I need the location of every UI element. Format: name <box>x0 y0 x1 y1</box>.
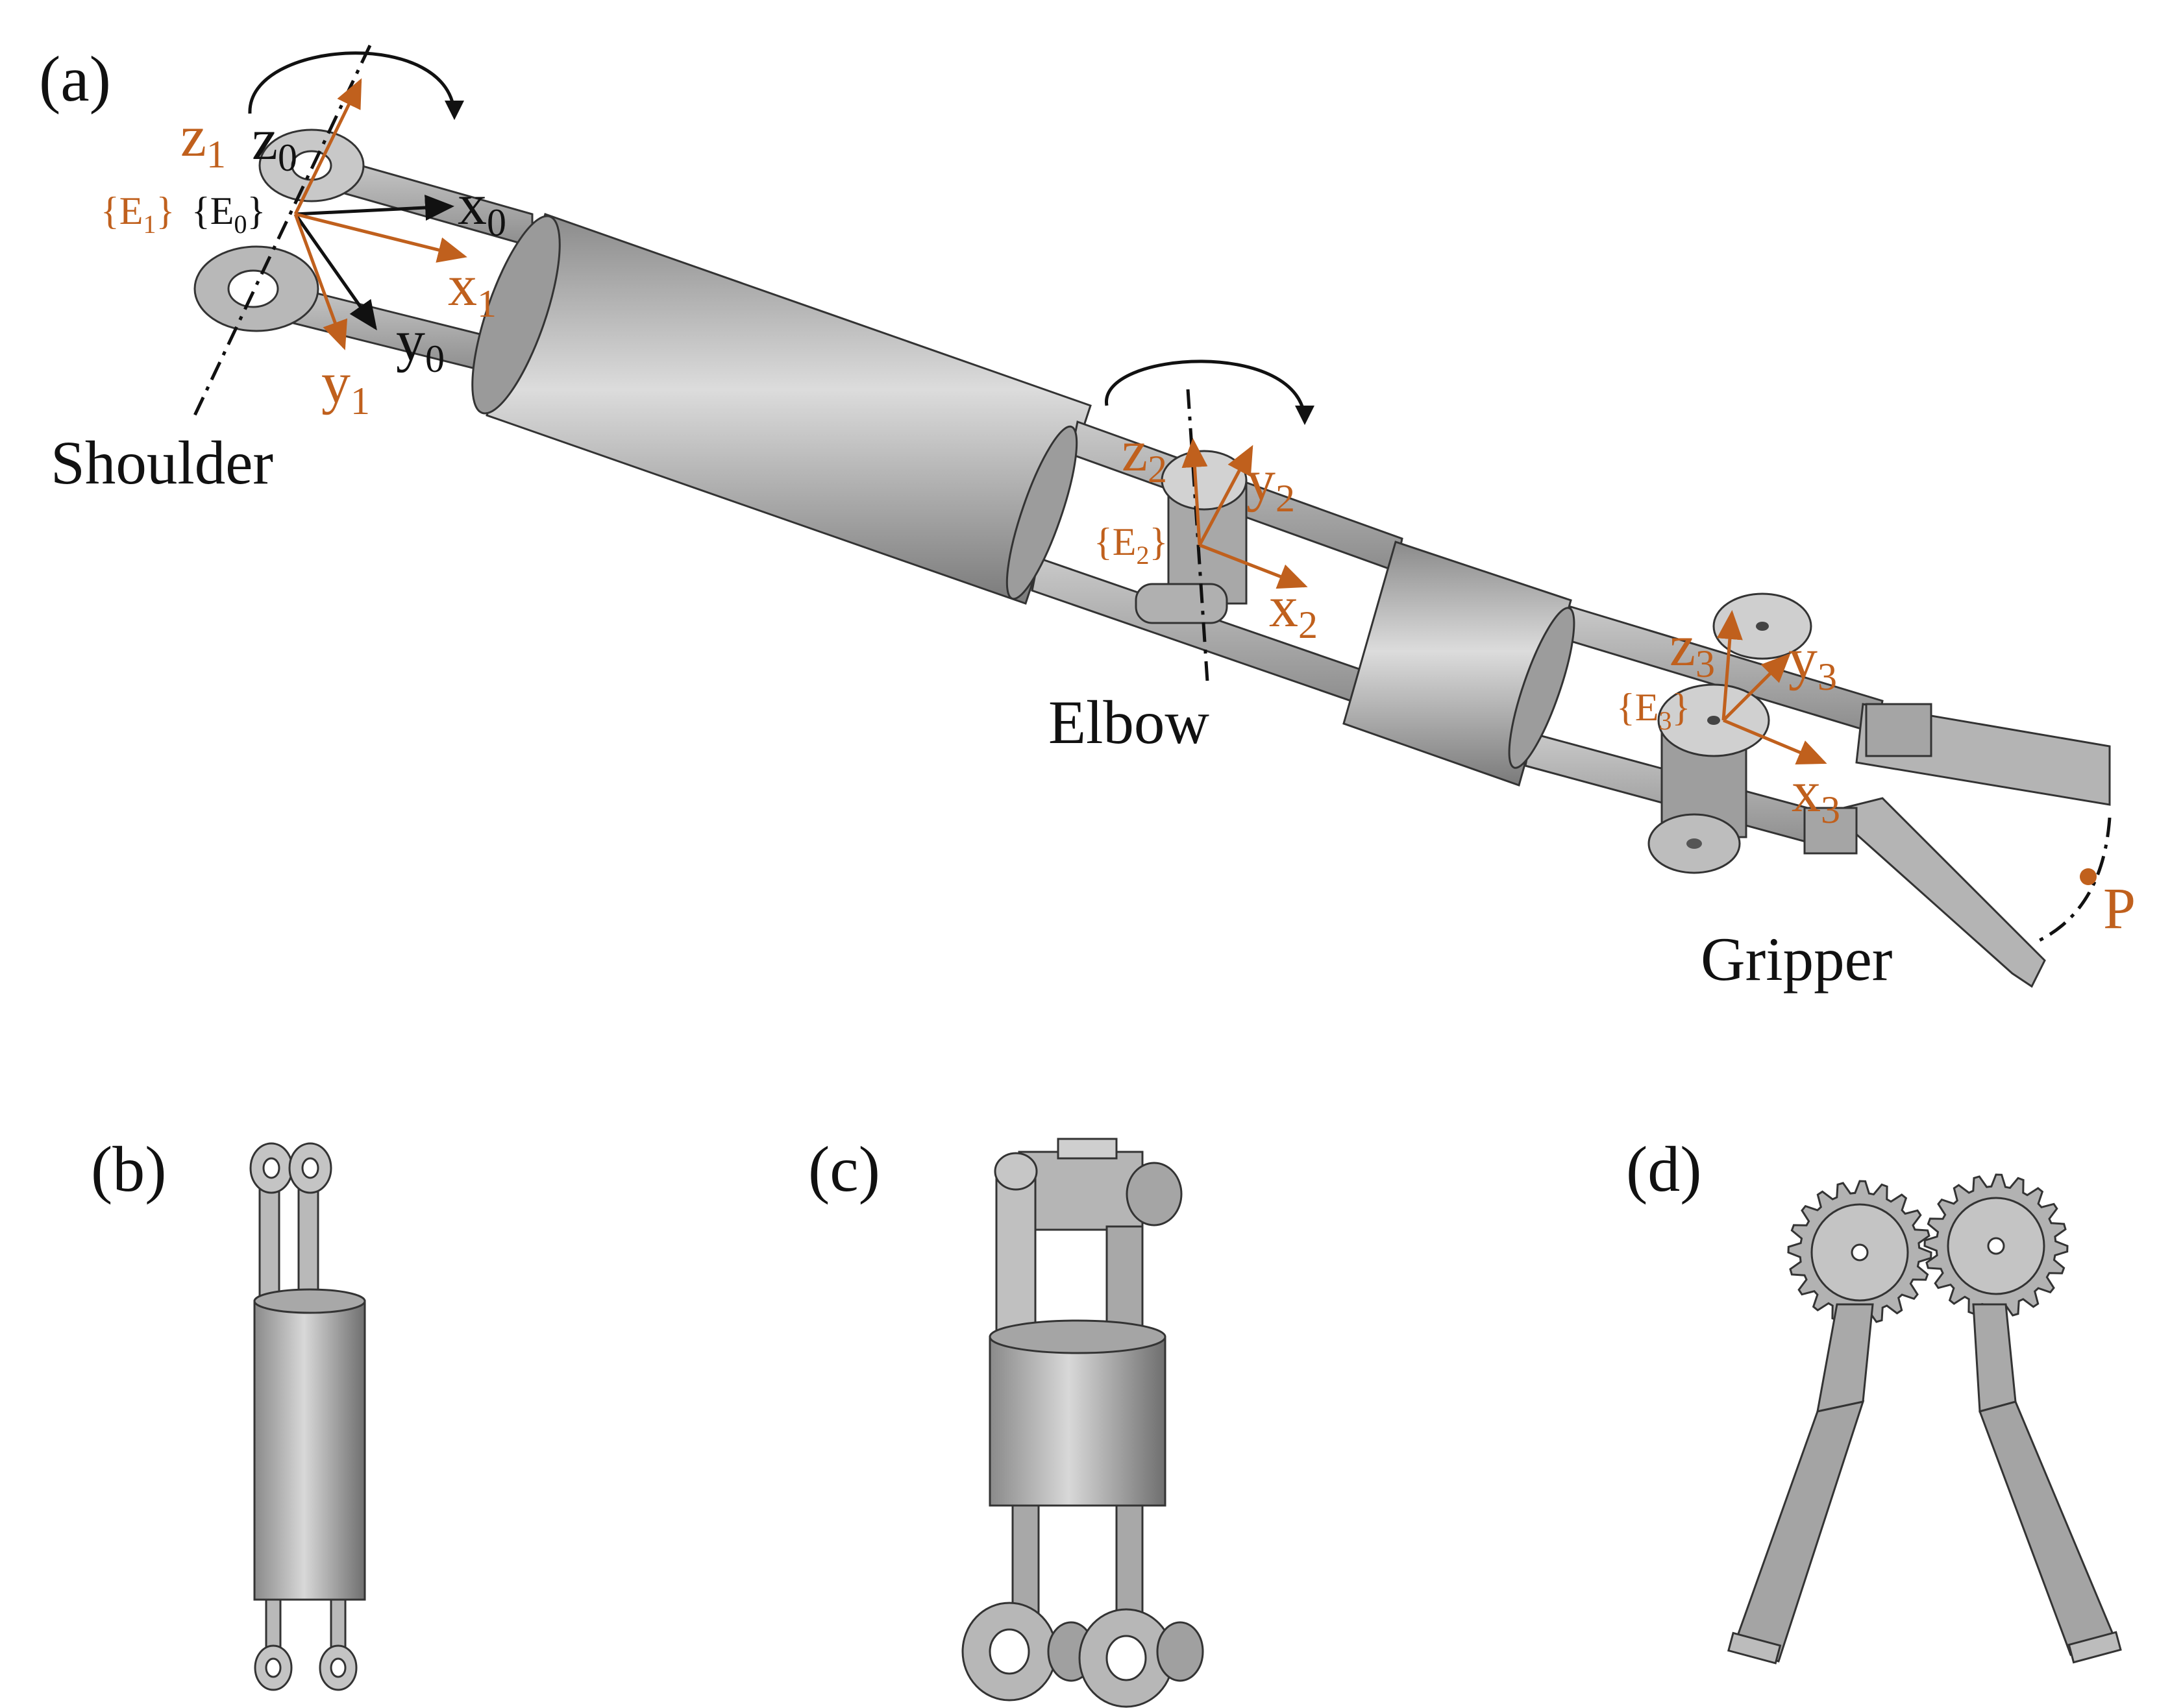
x0-axis-label: x0 <box>458 173 506 244</box>
frame-e2-axes <box>1181 438 1308 589</box>
z2-axis-label: z2 <box>1122 419 1167 491</box>
y0-axis-label: y0 <box>396 309 445 380</box>
frame-e0-e1-axes <box>293 78 467 350</box>
x3-axis-label: x3 <box>1792 760 1840 831</box>
y1-axis-label: y1 <box>321 351 370 422</box>
left-jaw-blade <box>1732 1400 1865 1663</box>
panel-d-label: (d) <box>1626 1133 1702 1205</box>
x1-axis-label: x1 <box>448 254 497 325</box>
right-jaw-blade <box>1979 1400 2118 1656</box>
gripper-jaws <box>1803 703 2111 988</box>
z0-axis-label: z0 <box>252 108 297 179</box>
rotation-arcs <box>248 51 1314 425</box>
gripper-label: Gripper <box>1701 925 1892 994</box>
x2-axis-label: x2 <box>1269 575 1318 646</box>
frame-e2-label: {E2} <box>1094 520 1168 570</box>
z1-axis-label: z1 <box>180 104 226 176</box>
gear-hole <box>1987 1237 2005 1255</box>
panel-b-upper-link: (b) <box>91 1133 366 1691</box>
y2-axis-label: y2 <box>1246 448 1295 520</box>
point-p-marker <box>2080 868 2097 885</box>
panel-a-label: (a) <box>39 43 111 115</box>
panel-a-arm: P (a) Shoulder Elbow Gripper z1 z0 <box>39 43 2136 994</box>
shoulder-label: Shoulder <box>51 428 273 497</box>
frame-e0-label: {E0} <box>191 189 265 239</box>
left-gear-icon <box>1787 1180 1932 1325</box>
frame-e3-axes <box>1716 610 1827 764</box>
panel-c-label: (c) <box>808 1133 880 1205</box>
frame-e1-label: {E1} <box>101 189 175 239</box>
panel-b-label: (b) <box>91 1133 167 1205</box>
shoulder-clevis <box>193 128 534 374</box>
right-gear-icon <box>1923 1173 2069 1319</box>
frame-e3-label: {E3} <box>1616 686 1690 735</box>
left-jaw <box>1816 1303 1874 1413</box>
panel-c-forearm-link: (c) <box>808 1133 1204 1708</box>
y3-axis-label: y3 <box>1788 627 1837 698</box>
right-jaw <box>1972 1303 2017 1413</box>
panel-d-gripper-gears: (d) <box>1626 1133 2122 1665</box>
elbow-label: Elbow <box>1048 688 1209 757</box>
upper-arm-cylinder <box>471 213 1092 605</box>
gear-hole <box>1851 1243 1869 1262</box>
z3-axis-label: z3 <box>1670 614 1715 685</box>
point-p-label: P <box>2103 877 2136 941</box>
